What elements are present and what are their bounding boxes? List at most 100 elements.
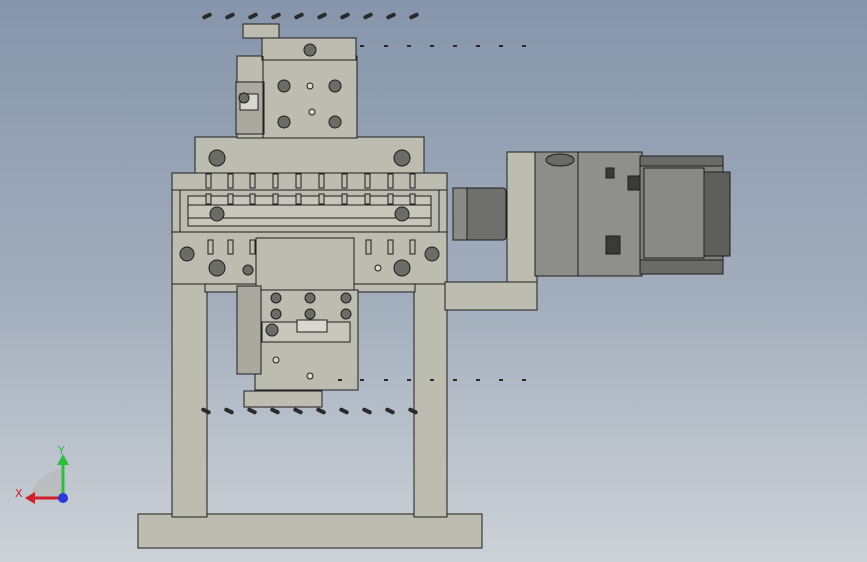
pin (364, 193, 371, 205)
screw (277, 115, 291, 129)
screw (328, 79, 342, 93)
floating-pin (453, 379, 457, 381)
screw (393, 259, 411, 277)
floating-screw (339, 407, 349, 415)
screw (179, 246, 195, 262)
pin (227, 173, 234, 189)
upper-carriage-knob (242, 23, 280, 39)
floating-pin (360, 45, 364, 47)
screw (208, 149, 226, 167)
floating-screw (363, 12, 373, 20)
pin (409, 193, 416, 205)
floating-screw (294, 12, 304, 20)
floating-screw (408, 407, 418, 415)
floating-screw (225, 12, 235, 20)
floating-pin (384, 45, 388, 47)
floating-screw (362, 407, 372, 415)
floating-screw (293, 407, 303, 415)
pin (318, 173, 325, 189)
left-column (171, 264, 208, 518)
pin (341, 173, 348, 189)
floating-pin (360, 379, 364, 381)
screw (304, 308, 316, 320)
floating-screw (270, 407, 280, 415)
screw (328, 115, 342, 129)
pin (249, 193, 256, 205)
screw (340, 292, 352, 304)
floating-pin (476, 45, 480, 47)
pin (364, 173, 371, 189)
floating-screw (201, 407, 211, 415)
screw (270, 308, 282, 320)
pin (205, 193, 212, 205)
motor-bracket-horizontal (444, 281, 538, 311)
floating-pin (499, 45, 503, 47)
floating-pin (338, 379, 342, 381)
pin (272, 173, 279, 189)
pin (409, 239, 416, 255)
pin (387, 173, 394, 189)
floating-pin (476, 379, 480, 381)
pin (249, 173, 256, 189)
pin (295, 173, 302, 189)
screw (394, 206, 410, 222)
floating-screw (409, 12, 419, 20)
floating-screw (247, 407, 257, 415)
floating-screw (316, 407, 326, 415)
lower-carriage-foot (243, 390, 323, 408)
floating-screw (224, 407, 234, 415)
pin (318, 193, 325, 205)
floating-pin (522, 379, 526, 381)
screw (270, 292, 282, 304)
floating-pin (384, 379, 388, 381)
screw (304, 292, 316, 304)
floating-screw (340, 12, 350, 20)
floating-screw (271, 12, 281, 20)
screw (277, 79, 291, 93)
z-axis-dot (58, 493, 68, 503)
screw (303, 43, 317, 57)
pin (205, 173, 212, 189)
pin (387, 193, 394, 205)
screw (208, 259, 226, 277)
pin (272, 193, 279, 205)
x-axis-arrow (25, 492, 35, 504)
floating-screw (248, 12, 258, 20)
base-plate (137, 513, 483, 549)
screw (340, 308, 352, 320)
pin (365, 239, 372, 255)
center-column (255, 237, 355, 294)
floating-pin (453, 45, 457, 47)
pin (387, 239, 394, 255)
y-axis-label: Y (57, 444, 65, 457)
screw (265, 323, 279, 337)
pin (341, 193, 348, 205)
triad-plane (30, 468, 62, 498)
screw (238, 92, 250, 104)
floating-screw (202, 12, 212, 20)
screw (424, 246, 440, 262)
pin (207, 239, 214, 255)
floating-screw (386, 12, 396, 20)
floating-pin (430, 379, 434, 381)
floating-pin (407, 45, 411, 47)
pin (227, 239, 234, 255)
screw (242, 264, 254, 276)
floating-pin (407, 379, 411, 381)
pin (409, 173, 416, 189)
screw (393, 149, 411, 167)
pin (227, 193, 234, 205)
floating-pin (522, 45, 526, 47)
floating-pin (499, 379, 503, 381)
top-plate (194, 136, 425, 174)
screw (209, 206, 225, 222)
x-axis-label: X (15, 487, 23, 500)
pin (249, 239, 256, 255)
lower-carriage-side (236, 285, 262, 375)
y-axis-arrow (57, 454, 69, 465)
pin (295, 193, 302, 205)
floating-pin (430, 45, 434, 47)
